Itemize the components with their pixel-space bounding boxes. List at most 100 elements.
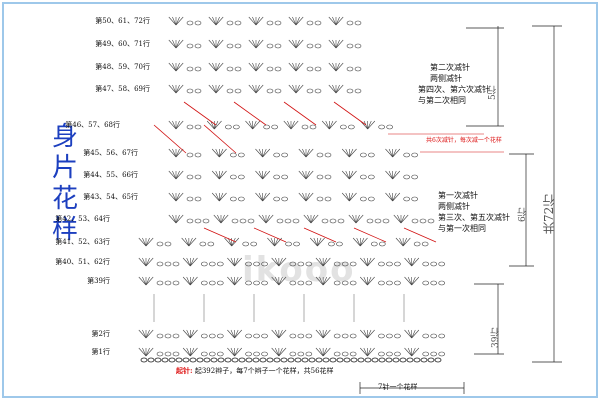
chain-stitch [324,196,332,202]
fan-stroke [295,62,300,72]
chain-stitch [238,152,245,158]
fan-stroke [335,84,344,94]
fan-stroke [145,276,154,286]
foundation-chain [336,357,344,363]
fan-stroke [274,237,282,247]
chain-stitch [263,124,270,130]
chain-stitch [422,333,430,339]
chain-stitch [200,333,208,339]
chain-stitch [234,66,242,72]
fan-stroke [168,148,177,158]
fan-stroke [175,192,180,202]
fan-stroke [186,347,191,357]
fan-stroke [335,39,340,49]
fan-stroke [219,148,227,158]
fan-stroke [411,257,420,267]
chain-stitch [341,333,349,339]
fan-stroke [230,347,235,357]
fan-stroke [145,347,154,357]
fan-stroke [214,120,222,130]
fan-stroke [355,214,364,224]
fan-stroke [360,276,368,286]
chain-stitch [297,261,305,267]
chain-stitch [274,43,282,49]
fan-stroke [411,329,416,339]
chain-stitch [194,174,202,180]
chain-stitch [156,333,164,339]
chain-stitch [289,333,297,339]
fan-stroke [142,329,147,339]
chain-stitch [430,280,438,286]
chain-stitch [230,196,237,202]
foundation-chain [168,357,176,363]
fan-stroke [190,347,195,357]
fan-stroke [400,214,405,224]
chain-stitch [261,333,268,339]
foundation-chain [238,357,246,363]
fan-stroke [270,237,275,247]
fan-stroke [138,276,147,286]
fan-stroke [255,39,264,49]
fan-stroke [145,347,150,357]
fan-stroke [288,16,297,26]
fan-stroke [367,257,375,267]
decrease-line [283,101,317,126]
fan-stroke [278,257,283,267]
chain-stitch [186,66,194,72]
fan-stroke [262,148,271,158]
fan-stroke [175,62,180,72]
fan-stroke [298,170,307,180]
fan-stroke [319,329,324,339]
fan-stroke [411,276,416,286]
fan-stroke [363,329,368,339]
fan-stroke [231,237,236,247]
chain-stitch [266,66,274,72]
fan-stroke [322,329,331,339]
chain-stitch [382,218,390,224]
chain-stitch [231,218,239,224]
chain-stitch [430,351,438,357]
fan-stroke [329,120,334,130]
fan-stroke [310,214,315,224]
fan-stroke [215,170,220,180]
fan-stroke [295,84,304,94]
foundation-chain [287,357,295,363]
chain-stitch [386,261,393,267]
fan-stroke [214,120,219,130]
chain-stitch [354,88,362,94]
fan-stroke [322,257,331,267]
note-first-decrease: 第一次减针 两侧减针 第三次、第五次减针 与第一次相同 [438,190,510,234]
foundation-chain [147,357,155,363]
chain-stitch [226,20,234,26]
fan-stroke [188,237,193,247]
fan-stroke [360,257,368,267]
fan-stroke [175,192,184,202]
chain-stitch [378,261,385,267]
chain-stitch [394,333,401,339]
chain-stitch [427,218,435,224]
chain-stitch [314,66,322,72]
chain-stitch [328,241,335,247]
fan-stroke [356,237,361,247]
chain-stitch [186,196,194,202]
fan-stroke [138,347,147,357]
fan-stroke [219,192,224,202]
chain-stitch [156,351,164,357]
note-line: 第三次、第五次减针 [438,213,510,222]
chain-stitch [208,261,216,267]
fan-stroke [271,257,280,267]
chain-stitch [378,351,385,357]
row-label: 第39行 [87,277,110,285]
fan-stroke [367,276,372,286]
chain-stitch [324,152,332,158]
chain-stitch [289,351,297,357]
fan-stroke [267,237,275,247]
chain-stitch [156,261,164,267]
fan-stroke [402,237,411,247]
fan-stroke [168,39,177,49]
fan-stroke [208,84,217,94]
chain-stitch [216,333,224,339]
fan-stroke [335,16,340,26]
foundation-chain [182,357,190,363]
foundation-chain [343,357,351,363]
